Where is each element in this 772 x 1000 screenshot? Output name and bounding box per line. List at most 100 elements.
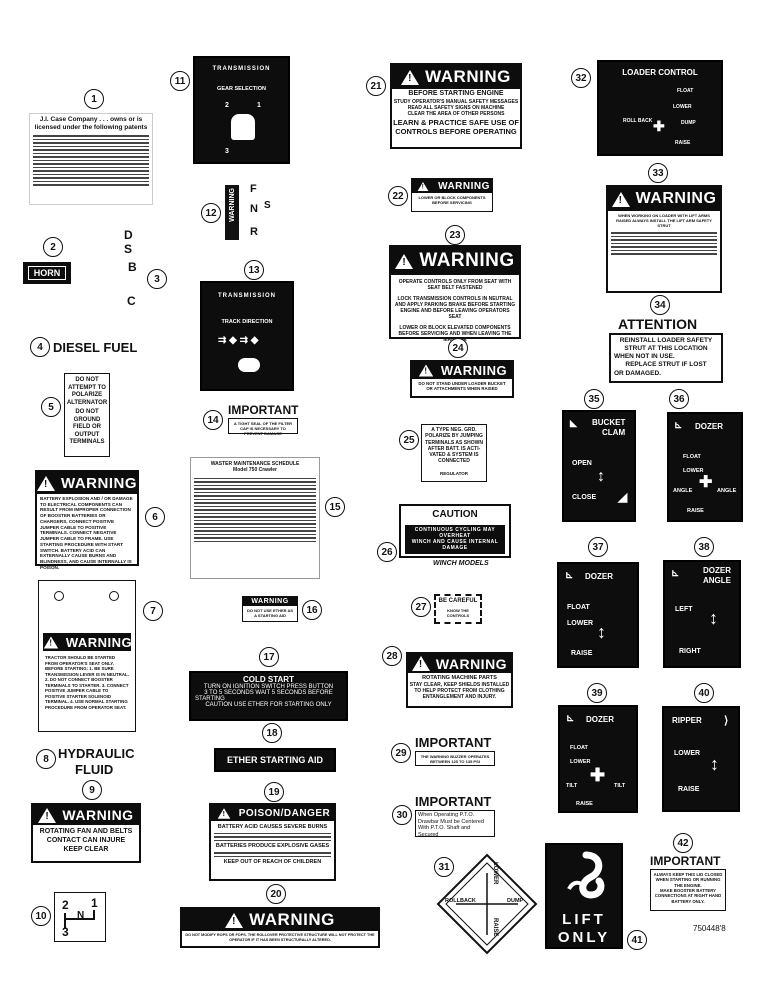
w23-l1: OPERATE CONTROLS ONLY FROM SEAT WITH SEA…: [398, 279, 512, 292]
callout-4: 4: [30, 337, 50, 357]
callout-22: 22: [388, 186, 408, 206]
reg-l5: VATED & SYSTEM IS: [429, 452, 479, 458]
w21-l6: CONTROLS BEFORE OPERATING: [395, 126, 517, 136]
imp42-l1: ALWAYS KEEP THIS LID CLOSED: [653, 872, 723, 877]
ripper-raise: RAISE: [678, 786, 700, 793]
careful-text: KNOW THE CONTROLS: [446, 607, 470, 618]
alt-line-2: POLARIZE: [71, 392, 103, 398]
w33-text: WHEN WORKING ON LOADER WITH LIFT ARMS RA…: [616, 213, 712, 228]
callout-32: 32: [571, 68, 591, 88]
transmission-gear-decal: TRANSMISSION GEAR SELECTION 2 1 3: [193, 56, 290, 164]
dozer36-cross-icon: ✚: [699, 474, 713, 491]
loader-lower: LOWER: [673, 104, 692, 110]
diamond-lower: LOWER: [492, 862, 498, 885]
poison-title: POISON/DANGER: [238, 807, 331, 819]
caution-title: CAUTION: [432, 509, 478, 520]
callout-23: 23: [445, 225, 465, 245]
warning-rops-decal: WARNING DO NOT MODIFY ROPS OR FOPS. THE …: [180, 907, 380, 948]
poison-l1: BATTERY ACID CAUSES SEVERE BURNS: [217, 824, 328, 830]
w28-l4: ENTANGLEMENT AND INJURY.: [422, 694, 497, 701]
dozer-blade-icon: ⊾: [566, 713, 575, 724]
chart15-title: WASTER MAINTENANCE SCHEDULE: [210, 461, 300, 467]
clam-open: OPEN: [572, 460, 592, 467]
warning-header: WARNING: [33, 805, 139, 825]
dozer37-raise: RAISE: [571, 650, 593, 657]
hydraulic-label-1: HYDRAULIC: [58, 746, 135, 761]
warning-word: WARNING: [65, 634, 133, 650]
reg-l3: TERMINALS AS SHOWN: [425, 439, 483, 446]
dozer39-raise: RAISE: [576, 801, 593, 807]
cold-line-3: CAUTION USE ETHER FOR STARTING ONLY: [205, 702, 332, 708]
dozer38-right: RIGHT: [679, 648, 701, 655]
cold-line-0: TURN ON IGNITION SWITCH PRESS BUTTON: [203, 684, 334, 690]
callout-37: 37: [588, 537, 608, 557]
w28-l1: ROTATING MACHINE PARTS: [422, 675, 497, 681]
callout-12: 12: [201, 203, 221, 223]
tag-hole-left-icon: [54, 591, 64, 601]
ripper-shank-icon: ⟩: [724, 715, 729, 727]
clam-arrow-icon: ↕: [597, 468, 605, 485]
alt-line-4: DO NOT: [75, 409, 99, 415]
warning-battery-decal: WARNING BATTERY EXPLOSION AND / OR DAMAG…: [35, 470, 139, 570]
w23-l2: LOCK TRANSMISSION CONTROLS IN NEUTRAL AN…: [394, 295, 516, 321]
fnsr-r: R: [250, 226, 258, 238]
fnsr-s: S: [264, 200, 271, 211]
dozer-blade-icon: ⊾: [674, 420, 683, 431]
fan-line-2: KEEP CLEAR: [63, 845, 109, 853]
cold-line-2: STARTING: [195, 696, 225, 702]
warning-before-starting-decal: WARNING BEFORE STARTING ENGINE STUDY OPE…: [390, 63, 522, 149]
fan-line-1: CONTACT CAN INJURE: [46, 836, 126, 844]
imp42-l4: MAKE BOOSTER BATTERY: [659, 888, 717, 894]
warning-battery-text: BATTERY EXPLOSION AND / OR DAMAGE TO ELE…: [40, 496, 133, 570]
loader-title: LOADER CONTROL: [622, 68, 698, 77]
warning-word: WARNING: [61, 474, 137, 492]
warning-header: WARNING: [412, 362, 512, 379]
warning-triangle-icon: [38, 807, 57, 823]
warning-triangle-icon: [401, 69, 420, 85]
tag-hole-right-icon: [109, 591, 119, 601]
warning-strut-decal: WARNING WHEN WORKING ON LOADER WITH LIFT…: [606, 185, 722, 293]
shift-pattern-decal: 2 1 N 3: [54, 892, 106, 942]
poison-l2: BATTERIES PRODUCE EXPLOSIVE GASES: [215, 843, 330, 850]
be-careful-decal: BE CAREFUL KNOW THE CONTROLS: [434, 594, 482, 624]
warn16-text: DO NOT USE ETHER AS A STARTING AID: [246, 608, 294, 618]
warning-header: WARNING: [43, 633, 133, 651]
clam-title-2: CLAM: [602, 428, 626, 437]
warning-operate-decal: WARNING OPERATE CONTROLS ONLY FROM SEAT …: [389, 245, 521, 343]
imp42-l2: WHEN STARTING OR RUNNING: [655, 877, 721, 883]
callout-20: 20: [266, 884, 286, 904]
diamond-dump: DUMP: [507, 898, 524, 904]
ripper-lower: LOWER: [674, 750, 701, 757]
dozer36-angle-r: ANGLE: [717, 488, 737, 494]
switch-d: D: [124, 228, 133, 242]
caution-winch-decal: CAUTION CONTINUOUS CYCLING MAY OVERHEAT …: [399, 504, 511, 558]
loader-control-decal: LOADER CONTROL FLOAT LOWER ROLL BACK ✚ D…: [597, 60, 723, 156]
transmission-track-decal: TRANSMISSION TRACK DIRECTION ⇉ ◆ ⇉ ◆: [200, 281, 294, 391]
dozer-37-decal: ⊾ DOZER FLOAT LOWER ↕ RAISE: [557, 562, 639, 668]
warning-word: WARNING: [435, 655, 508, 672]
warning-fan-decal: WARNING ROTATING FAN AND BELTS CONTACT C…: [31, 803, 141, 863]
diamond-inner: [445, 862, 529, 946]
imp30-l1: When Operating P.T.O.: [418, 812, 475, 818]
fnsr-warning-word: WARNING: [228, 188, 236, 222]
callout-8: 8: [36, 749, 56, 769]
shift-3: 3: [62, 925, 69, 939]
shift-1: 1: [91, 896, 98, 910]
w28-l3: TO HELP PROTECT FROM CLOTHING: [414, 688, 505, 695]
dozer-blade-icon: ⊾: [671, 568, 680, 579]
alt-line-3: ALTERNATOR: [66, 399, 108, 406]
reg-label: REGULATOR: [439, 470, 469, 476]
diamond-raise: RAISE: [492, 918, 498, 937]
dozer-angle-decal: ⊾ DOZER ANGLE LEFT ↕ RIGHT: [663, 560, 741, 668]
imp29-text: THE WARNING BUZZER OPERATES BETWEEN 125 …: [420, 754, 490, 764]
w21-l2: STUDY OPERATOR'S MANUAL SAFETY MESSAGES: [393, 98, 519, 105]
callout-16: 16: [302, 600, 322, 620]
imp30-l2: Drawbar Must be Centered: [418, 818, 485, 825]
callout-18: 18: [262, 723, 282, 743]
lift-hook-icon: [567, 851, 605, 899]
patent-title-2: licensed under the following patents: [34, 124, 148, 132]
warning-triangle-icon: [417, 181, 429, 191]
dozer39-title: DOZER: [586, 715, 614, 724]
w21-l4: CLEAR THE AREA OF OTHER PERSONS: [407, 111, 505, 118]
only-label: ONLY: [557, 929, 611, 946]
